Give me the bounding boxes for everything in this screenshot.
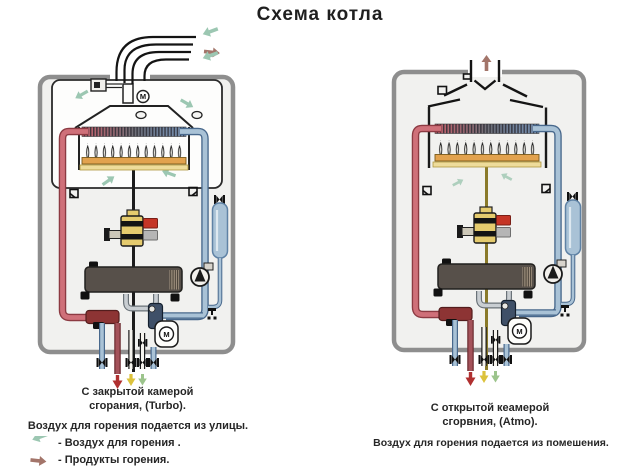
legend-item-exhaust: - Продукты горения. <box>28 452 181 468</box>
right-boiler-caption: С открытой кеамерой сгорвния, (Atmo). <box>365 401 615 429</box>
legend-item-air: - Воздух для горения . <box>28 435 181 451</box>
right-caption-line2: сгорвния, (Atmo). <box>442 416 538 428</box>
flue-air-arrows <box>201 24 221 63</box>
left-caption-line1: С закрытой камерой <box>81 386 194 398</box>
coaxial-flue <box>115 35 196 84</box>
legend-label-air: - Воздух для горения . <box>58 437 181 449</box>
combustion-air-arrow-icon <box>30 436 49 445</box>
left-boiler-subcaption: Воздух для горения подается из улицы. <box>27 420 249 432</box>
air-in-arrow-icon <box>201 24 220 39</box>
fan-unit: M <box>90 78 150 104</box>
draft-hood <box>427 60 544 109</box>
left-caption-line2: сгорания, (Turbo). <box>89 400 186 412</box>
fan-label: M <box>140 92 146 101</box>
combustion-products-arrow-icon <box>29 455 47 467</box>
fan-motor-icon <box>136 89 150 104</box>
right-caption-line1: С открытой кеамерой <box>430 402 550 414</box>
right-boiler-diagram <box>391 55 587 386</box>
legend-label-exhaust: - Продукты горения. <box>58 454 170 466</box>
page-title: Схема котла <box>256 4 384 25</box>
left-boiler-caption: С закрытой камерой сгорания, (Turbo). <box>15 385 260 413</box>
legend: - Воздух для горения . - Продукты горени… <box>28 435 181 468</box>
right-boiler-subcaption: Воздух для горения подается из помешения… <box>373 437 609 449</box>
left-collector-hood <box>74 105 203 129</box>
left-boiler-diagram: M <box>37 24 236 389</box>
